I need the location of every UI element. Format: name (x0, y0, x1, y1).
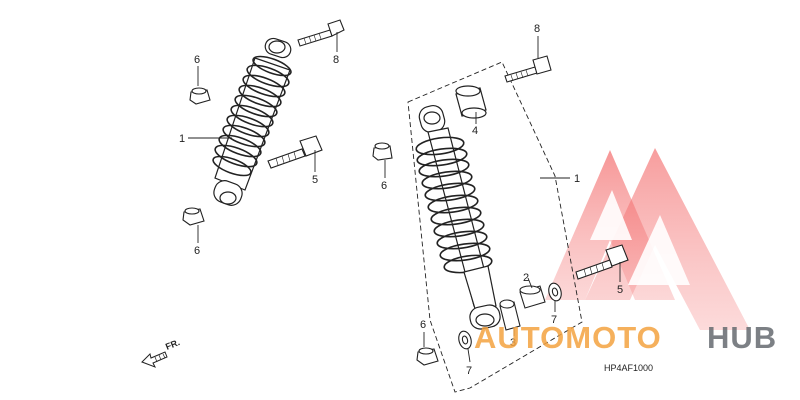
right-lower-nut (416, 347, 439, 366)
left-upper-nut (189, 87, 211, 105)
right-upper-nut (372, 142, 393, 161)
front-marker-label: FR. (164, 337, 181, 352)
right-top-bolt (504, 55, 552, 83)
right-shock-absorber (415, 104, 501, 330)
left-mid-bolt (267, 135, 323, 169)
front-arrow: FR. (141, 337, 181, 368)
callout-left-bolt: 5 (312, 174, 318, 186)
diagram-code: HP4AF1000 (604, 363, 653, 373)
callout-left-shock: 1 (179, 133, 185, 145)
right-bushing (455, 85, 487, 119)
watermark-text: AUTOMOTO HUB (474, 320, 777, 355)
callout-right-top-bolt: 8 (534, 23, 540, 35)
callout-left-top-bolt: 8 (333, 54, 339, 66)
collar (519, 285, 546, 309)
callout-right-shock: 1 (574, 173, 580, 185)
right-washer (548, 282, 562, 302)
right-bottom-bolt (575, 244, 629, 280)
callout-right-bolt: 5 (617, 284, 623, 296)
spacer (499, 299, 521, 331)
watermark-word-automoto: AUTOMOTO (474, 320, 662, 355)
left-lower-nut (182, 207, 205, 226)
callout-left-washer: 7 (466, 365, 472, 377)
left-washer-leader (467, 348, 471, 363)
callout-right-nut-top: 6 (381, 180, 387, 192)
callout-spacer: 3 (510, 337, 516, 349)
callout-left-nut-bottom: 6 (194, 245, 200, 257)
watermark-logo (545, 148, 750, 330)
callout-collar: 2 (523, 272, 529, 284)
left-top-bolt (297, 19, 345, 47)
callout-right-nut-bottom: 6 (420, 319, 426, 331)
left-washer (458, 330, 472, 350)
collar-leader (527, 277, 533, 289)
watermark-word-hub: HUB (707, 320, 777, 355)
callout-left-nut-top: 6 (194, 54, 200, 66)
left-shock-absorber (212, 37, 292, 206)
callout-right-washer: 7 (551, 314, 557, 326)
callout-bushing: 4 (472, 125, 478, 137)
